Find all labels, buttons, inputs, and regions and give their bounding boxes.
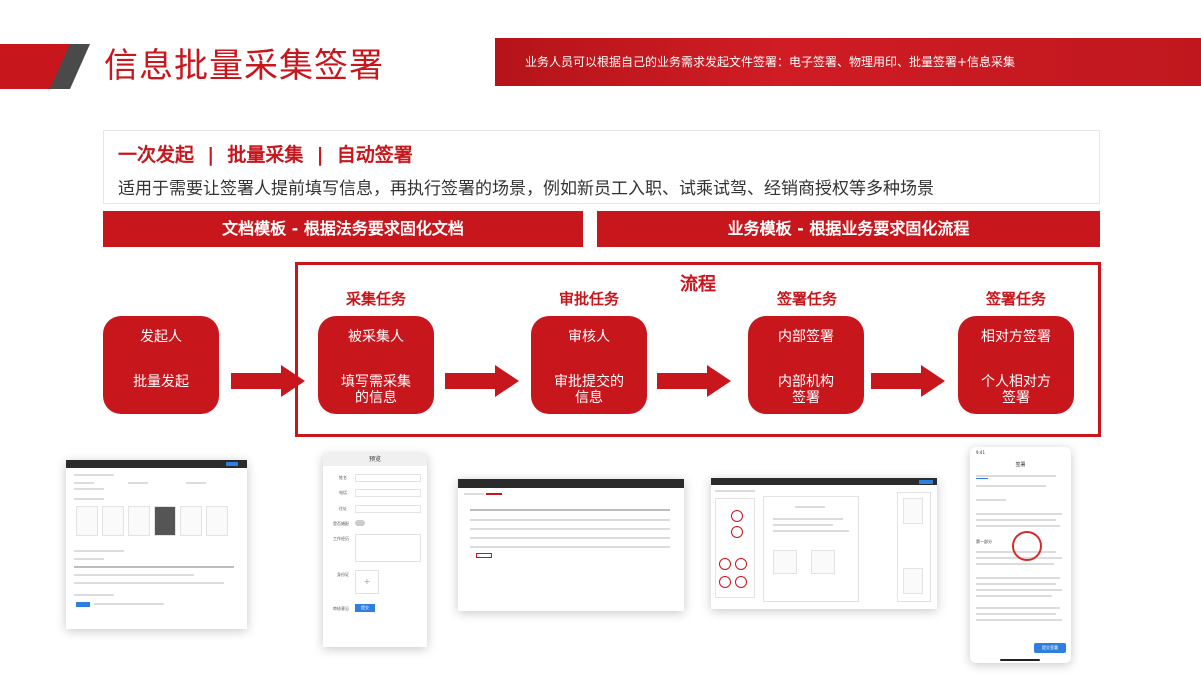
experience-textarea[interactable]	[355, 534, 421, 562]
field-label: 审核意见	[333, 606, 349, 611]
header-subtitle: 业务人员可以根据自己的业务需求发起文件签署：电子签署、物理用印、批量签署+信息采…	[525, 55, 1016, 69]
page-title: 信息批量采集签署	[104, 46, 384, 86]
field-label: 姓名	[339, 475, 347, 480]
mobile-submit-button[interactable]: 提交签署	[1034, 643, 1066, 653]
flow-node-counterparty-sign: 相对方签署 个人相对方 签署	[958, 316, 1074, 414]
node-role: 相对方签署	[981, 329, 1051, 345]
form-preview-screenshot: 预览 姓名 电话 住址 是否婚配 工作经历 身份证 + 审核意见 提交	[323, 454, 427, 647]
phone-input[interactable]	[355, 489, 421, 497]
approval-list-screenshot	[458, 479, 684, 611]
mobile-title: 签署	[1015, 462, 1026, 468]
task-title-counterparty-sign: 签署任务	[985, 290, 1046, 308]
node-action: 审批提交的 信息	[554, 374, 624, 406]
task-title-internal-sign: 签署任务	[776, 290, 837, 308]
flow-node-collect: 被采集人 填写需采集 的信息	[318, 316, 434, 414]
node-action: 填写需采集 的信息	[341, 374, 411, 406]
preview-title: 预览	[323, 454, 427, 466]
node-action: 个人相对方 签署	[981, 374, 1051, 406]
flow-arrow-icon	[445, 365, 519, 397]
node-role: 发起人	[140, 329, 182, 345]
field-label: 住址	[339, 506, 347, 511]
field-label: 是否婚配	[333, 521, 349, 526]
node-role: 审核人	[568, 329, 610, 345]
address-input[interactable]	[355, 505, 421, 513]
submit-button[interactable]: 提交	[355, 604, 375, 612]
field-label: 电话	[339, 490, 347, 495]
template-editor-screenshot	[66, 460, 247, 629]
node-role: 内部签署	[778, 329, 834, 345]
intro-box	[103, 130, 1100, 204]
intro-headline: 一次发起 | 批量采集 | 自动签署	[118, 144, 413, 166]
seal-stamp-icon	[1012, 531, 1042, 561]
flow-node-approve: 审核人 审批提交的 信息	[531, 316, 647, 414]
married-toggle[interactable]	[355, 520, 365, 526]
header-banner	[495, 38, 1201, 86]
field-label: 工作经历	[333, 536, 349, 541]
sign-editor-screenshot	[711, 478, 937, 609]
flow-arrow-icon	[231, 365, 305, 397]
flow-frame	[295, 262, 1101, 437]
intro-description: 适用于需要让签署人提前填写信息，再执行签署的场景，例如新员工入职、试乘试驾、经销…	[118, 179, 934, 199]
document-template-bar: 文档模板 - 根据法务要求固化文档	[103, 211, 583, 247]
mobile-section: 第一部分	[976, 539, 992, 544]
node-role: 被采集人	[348, 329, 404, 345]
flow-arrow-icon	[657, 365, 731, 397]
task-title-approve: 审批任务	[558, 290, 619, 308]
node-action: 批量发起	[133, 374, 189, 390]
flow-node-internal-sign: 内部签署 内部机构 签署	[748, 316, 864, 414]
flow-node-initiator: 发起人 批量发起	[103, 316, 219, 414]
business-template-bar: 业务模板 - 根据业务要求固化流程	[597, 211, 1100, 247]
flow-label: 流程	[680, 274, 716, 295]
task-title-collect: 采集任务	[345, 290, 406, 308]
name-input[interactable]	[355, 474, 421, 482]
node-action: 内部机构 签署	[778, 374, 834, 406]
mobile-sign-screenshot: 9:41 签署 第一部分 提交签署	[970, 447, 1071, 663]
flow-arrow-icon	[871, 365, 945, 397]
id-upload-button[interactable]: +	[355, 570, 379, 594]
field-label: 身份证	[337, 572, 349, 577]
mobile-time: 9:41	[976, 450, 985, 455]
